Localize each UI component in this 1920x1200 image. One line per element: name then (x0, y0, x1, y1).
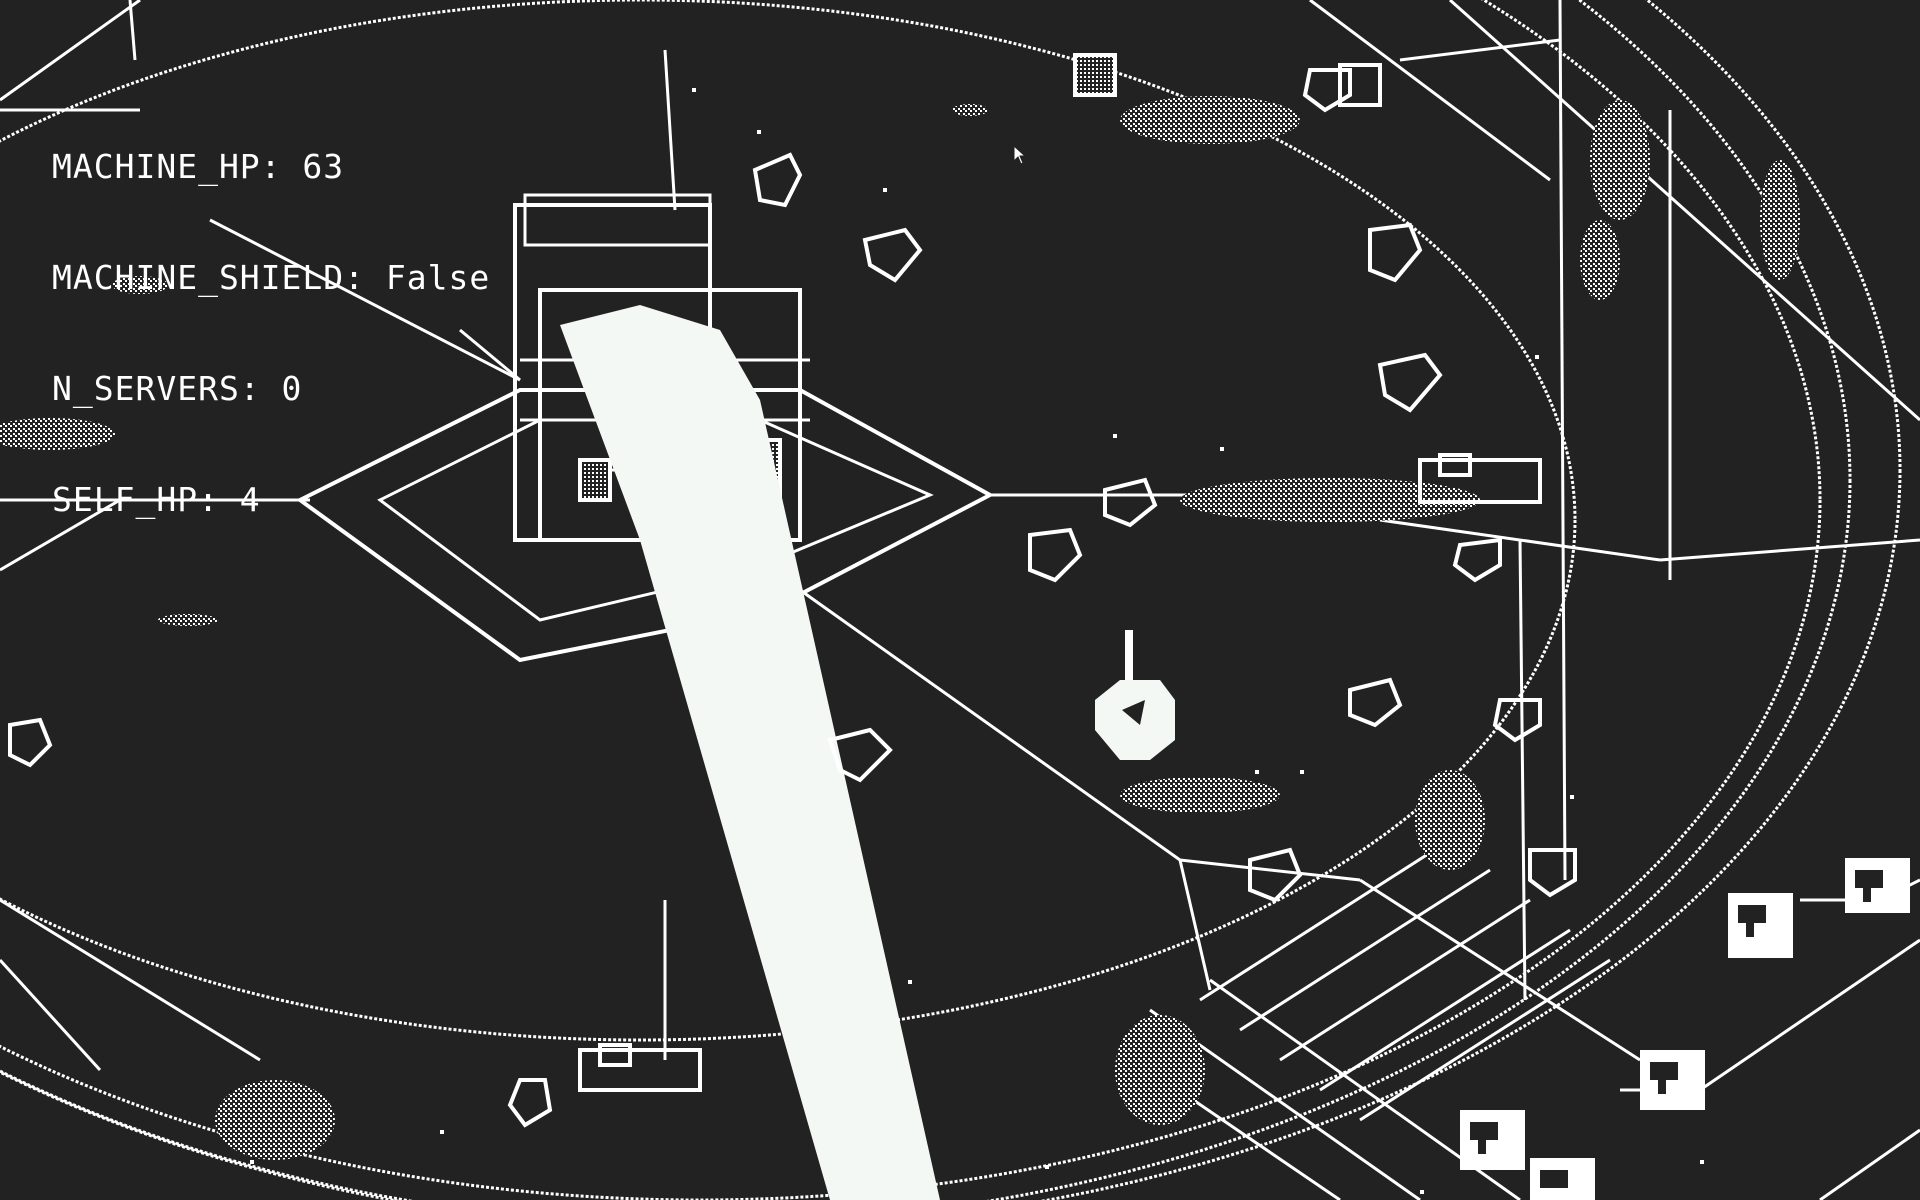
machine-hp-readout: MACHINE_HP: 63 (52, 147, 345, 186)
server-turret-icon (1460, 1110, 1525, 1170)
laser-beam (560, 305, 940, 1200)
debris-dots (250, 88, 1704, 1194)
drone-icon (1492, 698, 1542, 743)
drone-group (8, 68, 1577, 1128)
drone-icon (1528, 848, 1577, 898)
drone-icon (862, 227, 923, 283)
drone-icon (827, 727, 893, 783)
drone-icon (8, 717, 53, 768)
drone-icon (1028, 527, 1083, 583)
self-hp-readout: SELF_HP: 4 (52, 480, 261, 519)
server-turret-icon (1640, 1050, 1705, 1110)
drone-icon (1452, 537, 1502, 583)
player-ship-icon (1095, 630, 1175, 760)
server-turret-icon (1530, 1158, 1595, 1200)
drone-icon (1248, 847, 1303, 903)
server-turret-icon (1845, 858, 1910, 913)
drone-icon (1377, 352, 1443, 413)
drone-icon (1103, 477, 1158, 528)
dither-clouds (0, 96, 1800, 1160)
drone-icon (1368, 222, 1423, 283)
drone-icon (1302, 68, 1352, 113)
server-turret-icon (1728, 893, 1793, 958)
drone-icon (752, 152, 803, 208)
platforms (578, 53, 1542, 1092)
drone-icon (1348, 677, 1403, 728)
walkway (1119, 838, 1611, 1200)
drone-icon (507, 1078, 553, 1128)
server-group (1460, 858, 1910, 1200)
hud-stats: MACHINE_HP: 63 MACHINE_SHIELD: False N_S… (52, 74, 490, 592)
mouse-pointer-icon (1013, 145, 1027, 165)
machine-shield-readout: MACHINE_SHIELD: False (52, 258, 491, 297)
n-servers-readout: N_SERVERS: 0 (52, 369, 303, 408)
